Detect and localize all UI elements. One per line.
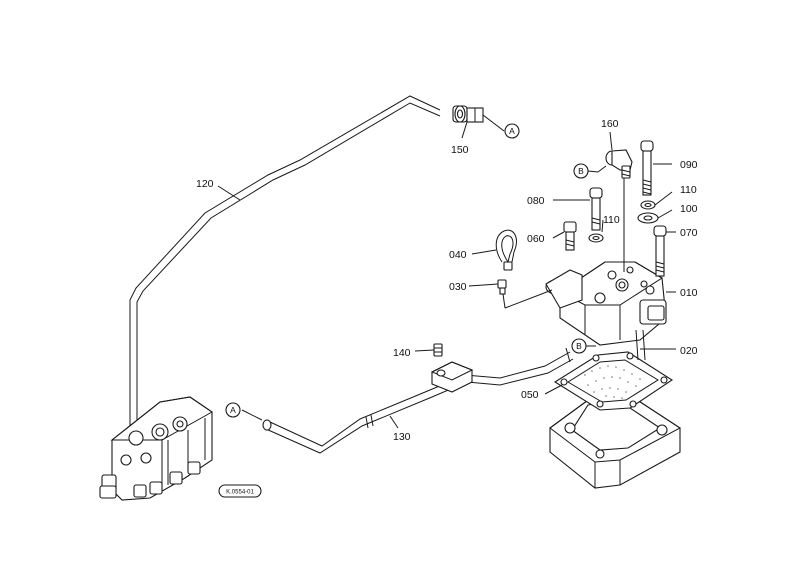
screw-140 [433, 343, 443, 357]
part-label-120: 120 [196, 178, 214, 190]
washer-100 [637, 212, 659, 224]
control-valve [99, 396, 213, 501]
part-label-140: 140 [393, 347, 411, 359]
part-label-160: 160 [601, 118, 619, 130]
marker-b-lower [571, 338, 587, 354]
part-number-labels: 120 150 160 090 110 100 070 080 110 060 … [196, 118, 698, 443]
bolt-080 [589, 187, 603, 231]
marker-b-upper [573, 163, 589, 179]
mounting-plate [549, 391, 681, 489]
part-label-090: 090 [680, 159, 698, 171]
pipe-clamp [430, 361, 474, 393]
leader-lines [217, 121, 676, 429]
bolt-070 [653, 225, 667, 277]
gasket-stipple [584, 365, 641, 399]
marker-a-left [225, 402, 241, 418]
part-label-100: 100 [680, 203, 698, 215]
part-label-040: 040 [449, 249, 467, 261]
part-label-150: 150 [451, 144, 469, 156]
reference-code: K.0554-01 [226, 490, 254, 496]
fitting-150 [452, 105, 505, 132]
valve-body-010 [545, 261, 676, 346]
part-label-080: 080 [527, 195, 545, 207]
bolt-090 [640, 140, 654, 196]
part-label-110-right: 110 [680, 184, 697, 196]
connection-markers: A A B B [225, 123, 589, 418]
washer-110-right [640, 200, 656, 210]
part-label-130: 130 [393, 431, 411, 443]
part-label-030: 030 [449, 281, 467, 293]
washer-110-left [588, 233, 604, 243]
part-label-010: 010 [680, 287, 698, 299]
marker-a-left-label: A [230, 405, 236, 415]
marker-b-lower-label: B [576, 341, 582, 351]
bolt-060 [563, 221, 577, 251]
reference-code-badge: K.0554-01 [218, 484, 262, 498]
part-label-020: 020 [680, 345, 698, 357]
part-label-070: 070 [680, 227, 698, 239]
screw-030 [497, 279, 553, 309]
part-label-050: 050 [521, 389, 539, 401]
part-label-060: 060 [527, 233, 545, 245]
hook-040 [495, 229, 517, 271]
elbow-fitting-160 [597, 149, 633, 272]
gasket-050 [553, 351, 674, 411]
marker-b-upper-label: B [578, 166, 584, 176]
marker-a-top [504, 123, 520, 139]
pipe-120 [129, 95, 441, 432]
part-label-110-left: 110 [603, 214, 620, 226]
marker-a-top-label: A [509, 126, 515, 136]
